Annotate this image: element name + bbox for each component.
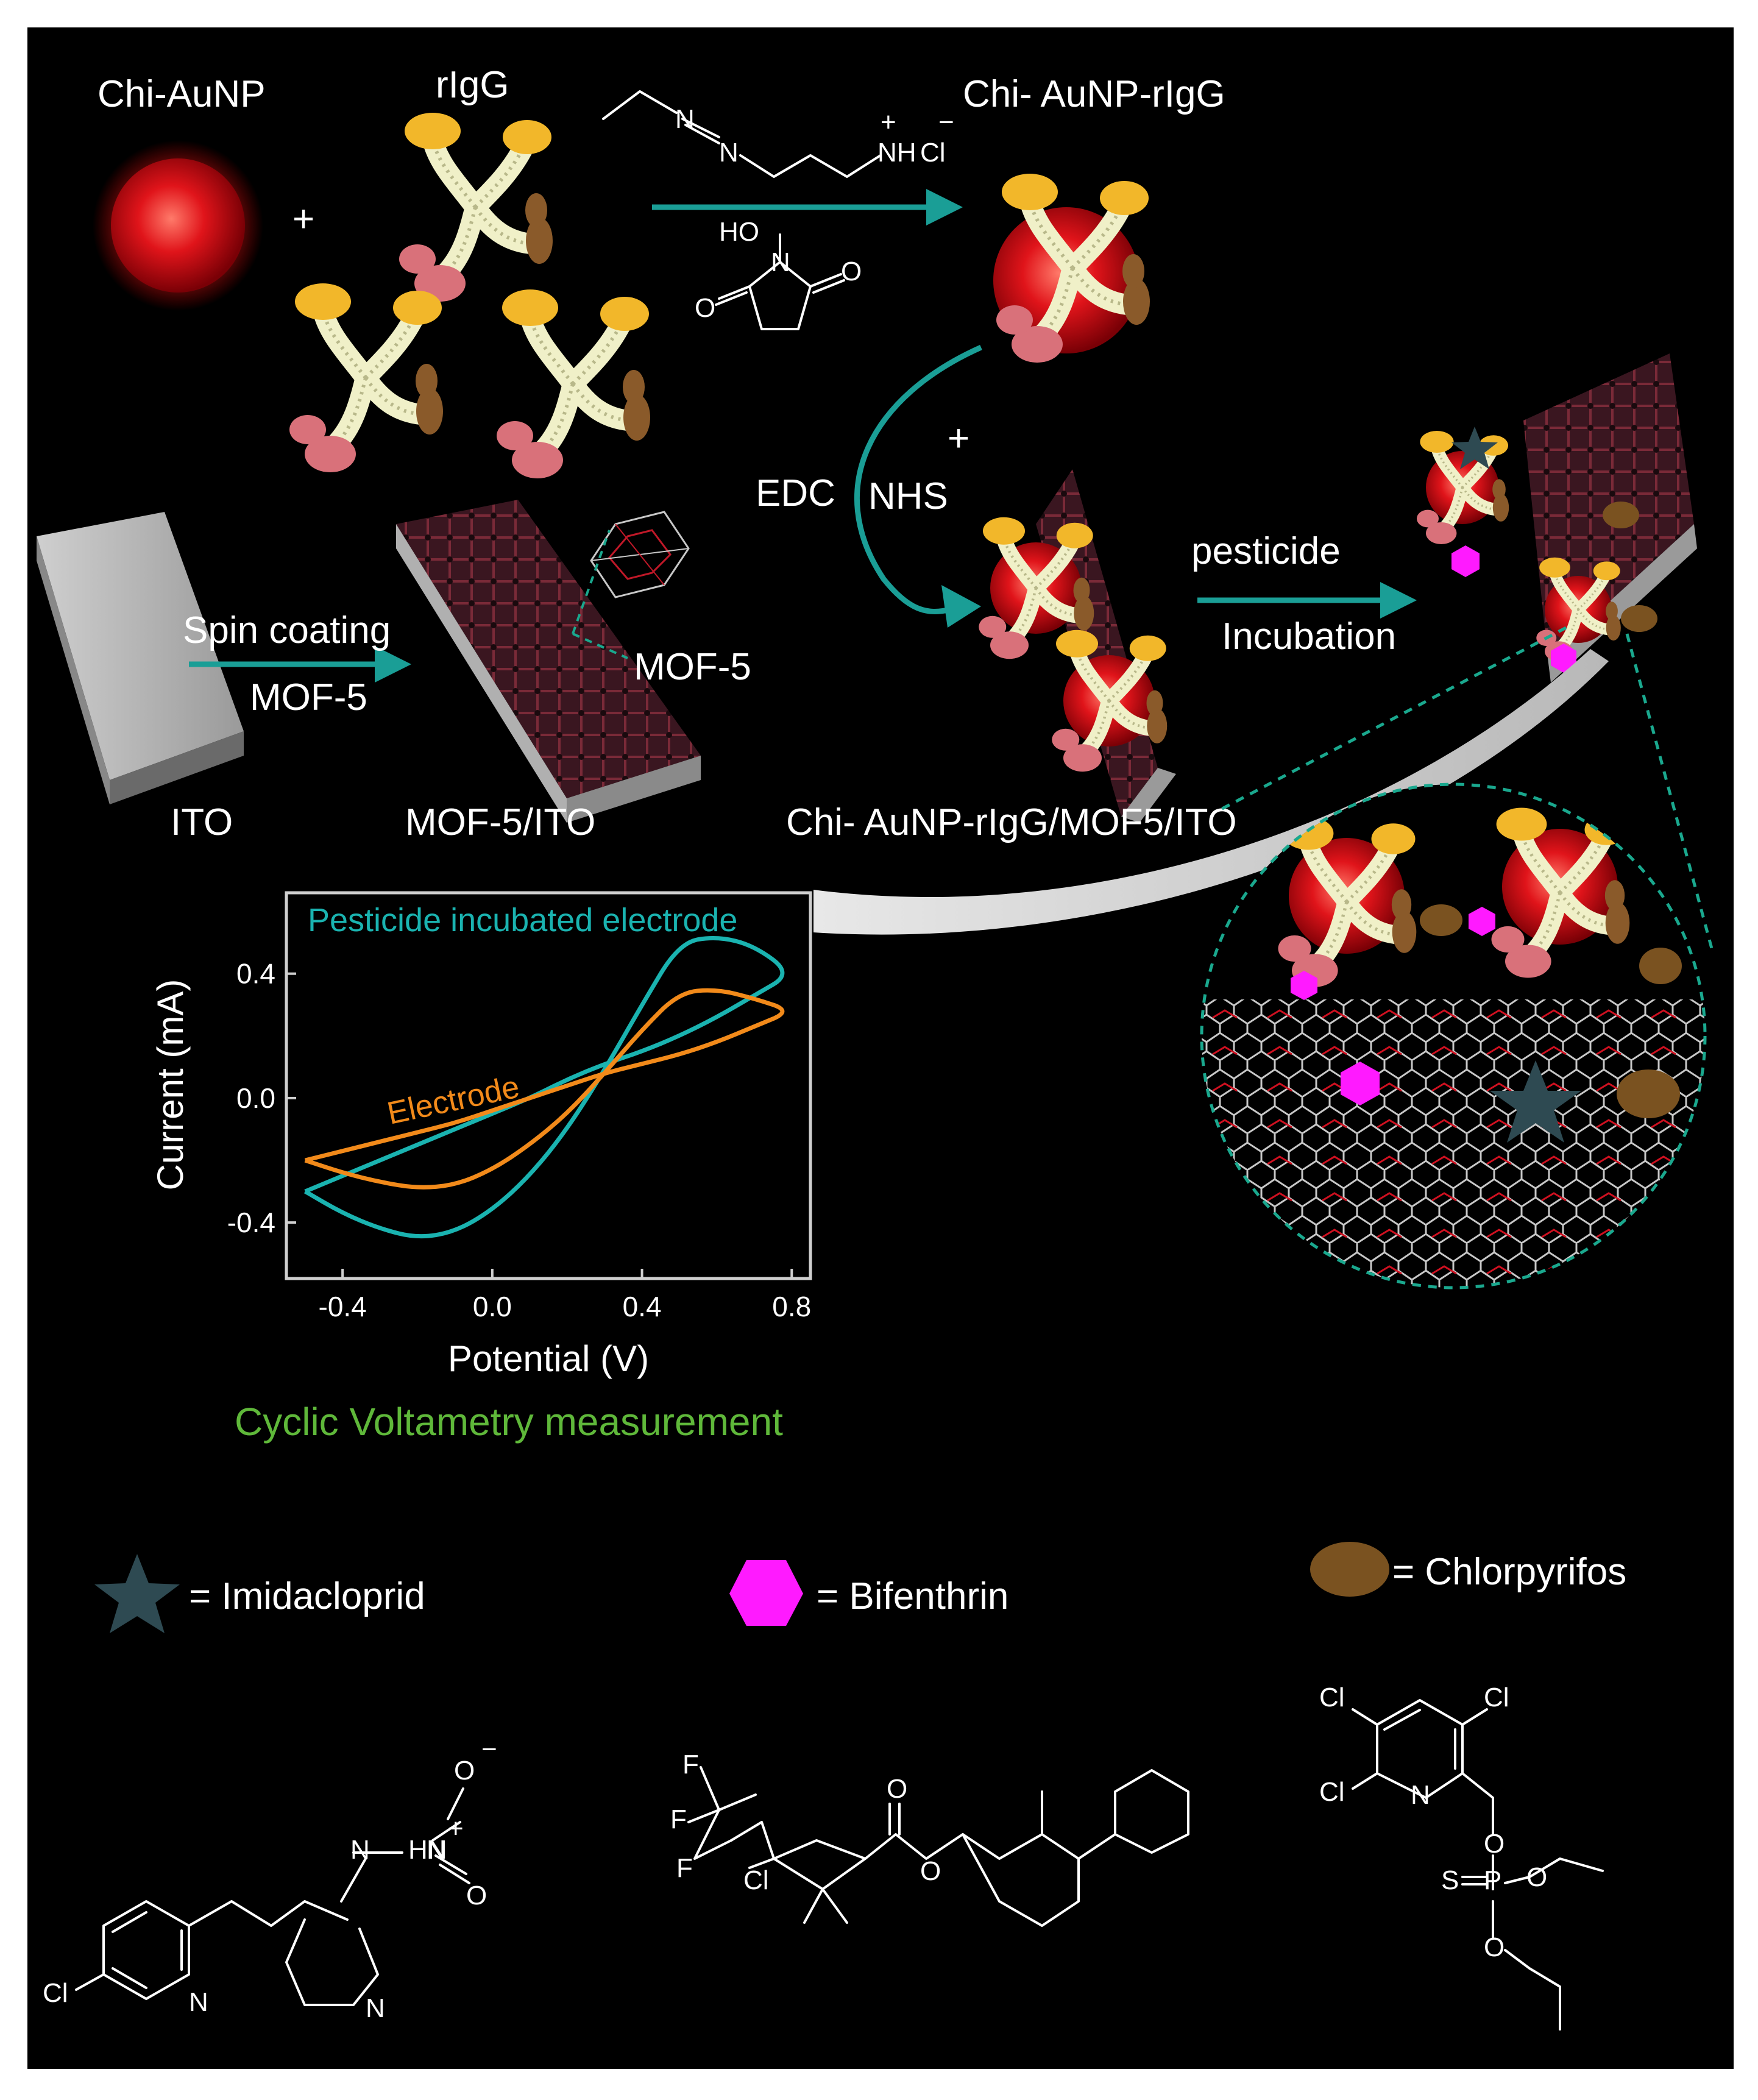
arrow-conjugation — [652, 189, 963, 225]
label-nhs: NHS — [868, 475, 948, 517]
bif-o2: O — [920, 1856, 941, 1886]
chl-cl1: Cl — [1319, 1683, 1345, 1712]
imidacloprid-structure: Cl N N N HN N O O + − — [43, 1734, 497, 2023]
cv-chart: -0.4 0.0 0.4 0.8 -0.4 0.0 0.4 Pesticide incuba… — [150, 891, 812, 1379]
imi-plus: + — [448, 1814, 464, 1843]
edc-plus: + — [881, 107, 896, 137]
x-tick-label-1: 0.0 — [473, 1291, 512, 1322]
bif-f3: F — [676, 1853, 693, 1883]
conjugate-particle — [993, 174, 1150, 363]
nhs-structure: HO N O O — [695, 217, 862, 330]
mof5-ito-slab — [396, 500, 701, 823]
nhs-o1: O — [841, 257, 862, 286]
label-chi-aunp-rigg: Chi- AuNP-rIgG — [963, 73, 1225, 115]
arrow-incubation — [1197, 582, 1417, 619]
label-chi-aunp: Chi-AuNP — [97, 73, 266, 115]
immobilized-electrode — [979, 469, 1176, 823]
label-edc: EDC — [756, 472, 835, 514]
label-spin-coating: Spin coating — [183, 609, 391, 651]
imi-minus: − — [481, 1734, 497, 1764]
chl-o2: O — [1526, 1862, 1547, 1892]
legend-imidacloprid: = Imidacloprid — [189, 1575, 425, 1617]
edc-cl: Cl — [920, 138, 946, 168]
imi-n1: N — [189, 1987, 208, 2017]
label-final-electrode: Chi- AuNP-rIgG/MOF5/ITO — [786, 801, 1237, 843]
edc-minus: − — [938, 107, 954, 137]
chl-p: P — [1484, 1865, 1501, 1895]
imi-n2: N — [350, 1835, 370, 1865]
plus-sign-2: + — [948, 417, 969, 459]
arrow-immobilization — [854, 344, 982, 628]
label-mof5-zoom: MOF-5 — [634, 646, 751, 688]
edc-nh: NH — [877, 138, 916, 168]
zoom-guide-mof — [572, 530, 628, 659]
x-tick-label-2: 0.4 — [623, 1291, 662, 1322]
ellipse-icon — [1310, 1542, 1389, 1597]
arrow-spin-coating — [189, 646, 411, 683]
bif-f1: F — [682, 1750, 699, 1779]
series-line-0 — [303, 936, 785, 1239]
imi-n3: N — [366, 1993, 385, 2023]
zoom-guide-circle — [1217, 626, 1714, 951]
imi-o2: O — [466, 1881, 487, 1910]
star-icon — [94, 1554, 180, 1633]
edc-structure: N N NH Cl + − — [602, 90, 954, 178]
legend: = Imidacloprid = Bifenthrin = Chlorpyrif… — [94, 1542, 1626, 1633]
chl-cl2: Cl — [1484, 1683, 1509, 1712]
label-ito: ITO — [171, 801, 233, 843]
beam-connector — [813, 649, 1609, 935]
chl-s: S — [1441, 1865, 1459, 1895]
imi-cl: Cl — [43, 1978, 68, 2008]
chl-o1: O — [1484, 1829, 1505, 1859]
mof5-unit-cell — [590, 511, 690, 598]
bifenthrin-structure: F F F Cl O O — [670, 1750, 1189, 1927]
edc-n1: N — [675, 104, 695, 134]
y-tick-label-2: 0.4 — [236, 958, 275, 990]
chlorpyrifos-structure: Cl Cl Cl N O O O S P — [1319, 1683, 1604, 2031]
ito-slab-icon — [37, 512, 244, 804]
gold-nanoparticle-icon — [111, 158, 245, 293]
x-tick-label-0: -0.4 — [319, 1291, 367, 1322]
plus-sign: + — [292, 198, 314, 240]
imi-hn: HN — [408, 1835, 447, 1865]
chl-o3: O — [1484, 1932, 1505, 1962]
chl-n: N — [1411, 1780, 1430, 1810]
bif-f2: F — [670, 1804, 687, 1834]
x-tick-label-3: 0.8 — [772, 1291, 811, 1322]
legend-chlorpyrifos: = Chlorpyrifos — [1392, 1551, 1626, 1593]
label-incubation: Incubation — [1222, 615, 1396, 658]
label-mof5-reagent: MOF-5 — [250, 676, 367, 718]
y-tick-label-1: 0.0 — [236, 1082, 275, 1114]
nhs-n: N — [771, 247, 790, 277]
y-axis-label: Current (mA) — [150, 979, 191, 1191]
chart-caption: Cyclic Voltametry measurement — [235, 1400, 783, 1444]
hexagon-icon — [729, 1560, 803, 1626]
chl-cl3: Cl — [1319, 1777, 1345, 1807]
nhs-ho: HO — [719, 217, 759, 247]
bif-cl: Cl — [743, 1865, 769, 1895]
y-tick-label-0: -0.4 — [227, 1207, 275, 1238]
bif-o1: O — [887, 1774, 907, 1804]
incubated-electrode — [1417, 353, 1697, 683]
imi-no2-n: N — [427, 1835, 446, 1865]
x-axis-label: Potential (V) — [448, 1338, 649, 1379]
nhs-o2: O — [695, 293, 715, 323]
chart-marks: -0.4 0.0 0.4 0.8 -0.4 0.0 0.4 — [227, 936, 811, 1322]
series-label-pesticide: Pesticide incubated electrode — [308, 902, 737, 938]
chart-frame — [285, 891, 812, 1280]
label-pesticide: pesticide — [1191, 530, 1341, 572]
legend-bifenthrin: = Bifenthrin — [817, 1575, 1008, 1617]
label-mof5-ito: MOF-5/ITO — [405, 801, 595, 843]
edc-n2: N — [719, 138, 739, 168]
imi-o1: O — [454, 1756, 475, 1786]
series-line-1 — [304, 988, 785, 1190]
label-rigg: rIgG — [436, 64, 509, 106]
